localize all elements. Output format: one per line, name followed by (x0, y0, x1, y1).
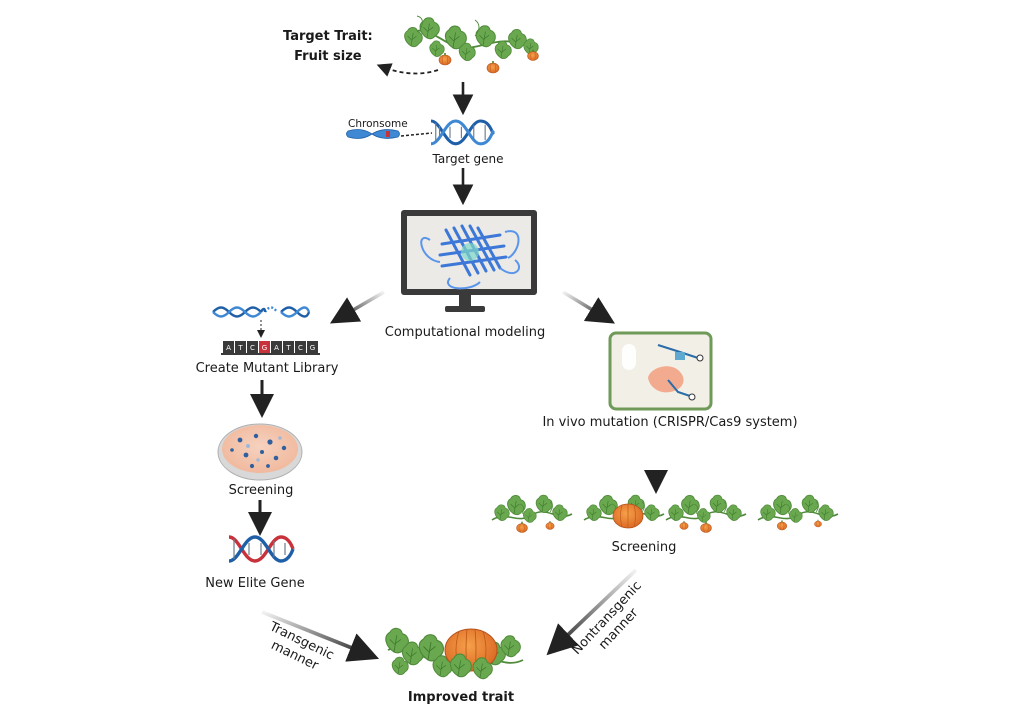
arrow-nontransgenic (546, 568, 638, 656)
in-vivo-mutation-label: In vivo mutation (CRISPR/Cas9 system) (542, 415, 798, 430)
trait-dashed-arrow (376, 63, 439, 77)
screening-left-label: Screening (228, 483, 294, 498)
base-block (271, 341, 282, 353)
base-block (235, 341, 246, 353)
base-block (307, 341, 318, 353)
computational-modeling-label: Computational modeling (384, 325, 546, 340)
chromosome-icon (346, 129, 400, 139)
screening-right-label: Screening (611, 540, 677, 555)
base-letter: G (310, 344, 315, 352)
target-plant-illustration (404, 15, 539, 74)
base-letter: C (298, 344, 303, 352)
base-block (247, 341, 258, 353)
mutant-dna-strand-icon (212, 306, 311, 338)
base-letter: C (250, 344, 255, 352)
arrow-computer-to-library (329, 290, 385, 324)
mutant-library-label: Create Mutant Library (195, 361, 339, 376)
crispr-cas9-icon (608, 331, 713, 411)
arrow-transgenic (261, 610, 380, 662)
screening-plants-row (492, 495, 838, 533)
target-gene-label: Target gene (432, 152, 504, 166)
protein-structure-icon (420, 224, 520, 290)
new-elite-gene-label: New Elite Gene (205, 576, 305, 591)
base-letter: T (237, 344, 243, 352)
target-trait-line2: Fruit size (294, 49, 362, 64)
petri-dish-icon (217, 423, 303, 481)
improved-trait-label: Improved trait (407, 690, 515, 705)
base-letter: T (285, 344, 291, 352)
chromosome-label: Chronsome (348, 118, 408, 130)
base-letter: A (274, 344, 279, 352)
base-letter: G (262, 344, 267, 352)
new-elite-gene-dna-icon (228, 535, 295, 563)
improved-trait-plant-illustration (385, 627, 524, 680)
chromosome-dashed-link (400, 132, 433, 137)
arrow-computer-to-crispr (562, 290, 615, 324)
target-gene-dna-icon (429, 119, 496, 146)
base-block (259, 341, 270, 353)
base-block-rail (221, 353, 320, 355)
target-trait-label: Target Trait: Fruit size (283, 29, 373, 65)
base-letter: A (226, 344, 231, 352)
target-trait-line1: Target Trait: (283, 29, 373, 44)
base-block (223, 341, 234, 353)
base-block (283, 341, 294, 353)
base-block (295, 341, 306, 353)
